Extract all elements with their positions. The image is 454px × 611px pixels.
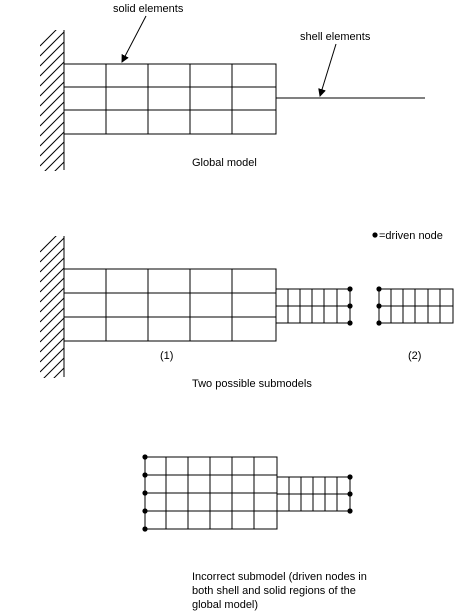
driven-node-legend-dot: [372, 232, 378, 238]
driven-node: [142, 472, 148, 478]
shell-elements-arrow: [318, 43, 337, 97]
driven-node: [347, 286, 353, 292]
solid-elements-label: solid elements: [113, 3, 184, 15]
fixed-wall-hatch: [40, 236, 65, 378]
incorrect-caption-line-3: global model): [192, 599, 258, 611]
incorrect-solid-mesh: [144, 456, 278, 530]
incorrect-caption-line-1: Incorrect submodel (driven nodes in: [192, 571, 367, 583]
incorrect-submodel: Incorrect submodel (driven nodes in both…: [142, 454, 367, 611]
driven-node: [376, 286, 382, 292]
solid-mesh: [63, 63, 277, 135]
driven-node: [142, 508, 148, 514]
submodel-1-driven-nodes: [347, 286, 353, 326]
submodel-1-solid-mesh: [63, 268, 277, 342]
submodel-1-label: (1): [160, 350, 173, 362]
driven-node: [142, 526, 148, 532]
driven-node: [142, 454, 148, 460]
driven-node: [347, 320, 353, 326]
driven-node: [376, 303, 382, 309]
driven-node: [347, 474, 353, 480]
submodel-2-shell-mesh: [378, 288, 454, 324]
global-model-caption: Global model: [192, 157, 257, 169]
two-possible-submodels-caption: Two possible submodels: [192, 378, 312, 390]
submodel-2-label: (2): [408, 350, 421, 362]
solid-elements-arrow: [121, 15, 147, 63]
submodel-1-shell-mesh: [275, 288, 351, 324]
possible-submodels: =driven node (1) (2) Two possible submod…: [40, 230, 454, 390]
incorrect-driven-nodes: [142, 454, 353, 532]
submodel-2-driven-nodes: [376, 286, 382, 326]
shell-elements-label: shell elements: [300, 31, 371, 43]
driven-node: [142, 490, 148, 496]
incorrect-caption-line-2: both shell and solid regions of the: [192, 585, 356, 597]
driven-node-legend-label: =driven node: [379, 230, 443, 242]
fixed-wall-hatch: [40, 30, 65, 171]
incorrect-shell-mesh: [276, 476, 351, 512]
driven-node: [347, 491, 353, 497]
driven-node: [376, 320, 382, 326]
global-model: solid elements shell elements Global mod…: [40, 3, 425, 171]
driven-node: [347, 508, 353, 514]
driven-node: [347, 303, 353, 309]
